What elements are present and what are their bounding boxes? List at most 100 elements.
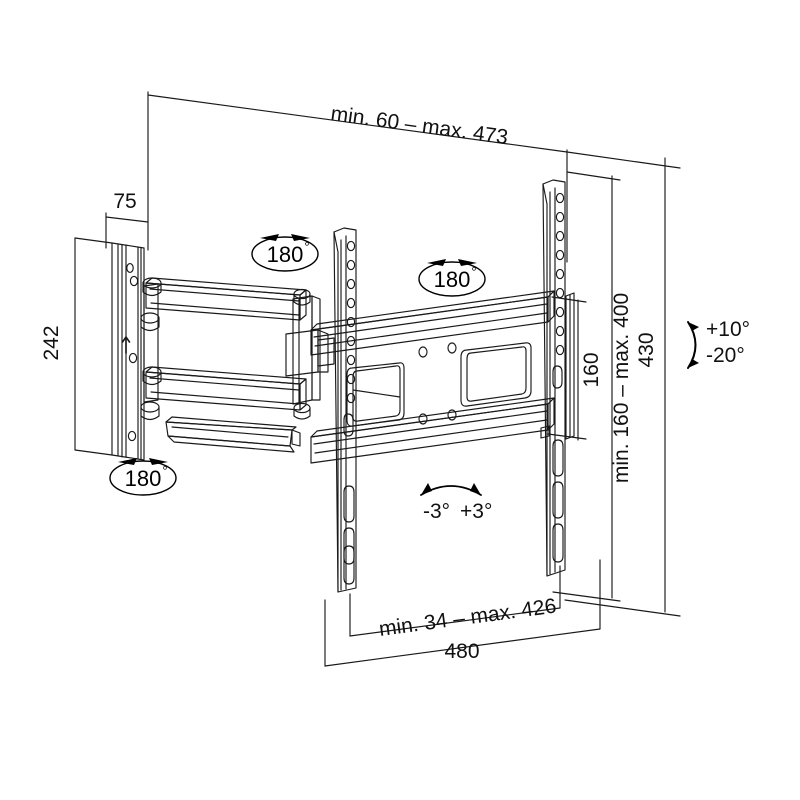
upper-crossbar-crease-1 <box>313 303 548 338</box>
badge-arrow-left-icon <box>118 458 137 465</box>
label-overall-width: 480 <box>444 640 479 663</box>
wall-plate-up-arrow-icon <box>121 336 131 354</box>
left-rail-slot-2 <box>343 527 355 565</box>
right-rail-slot-2 <box>552 481 564 519</box>
upper-crossbar-side <box>547 290 555 323</box>
right-rail-mid-slot <box>552 365 563 389</box>
arm-lower-bar-crease-1 <box>149 377 300 391</box>
right-rail-hole-9 <box>555 344 565 356</box>
tilt-annotation: +10° -20° <box>687 318 750 369</box>
screen-bracket-assembly <box>310 179 575 593</box>
left-rail-slot-3 <box>343 545 355 585</box>
label-top-extension: min. 60 – max. 473 <box>329 102 509 149</box>
bolt-lower-outer-body <box>293 407 311 420</box>
wall-plate-face <box>111 242 145 461</box>
wall-plate-assembly <box>111 242 145 461</box>
level-plus-value: +3° <box>460 500 492 523</box>
label-depth: 75 <box>113 190 136 213</box>
arm-lower-bar-side <box>299 378 307 411</box>
ext-line-vesa-fixed-bottom <box>547 433 587 440</box>
stabilizer-tray-crease <box>171 426 289 438</box>
badge-arrow-right-icon <box>149 458 168 465</box>
ext-line-vesa-range-bottom <box>552 591 621 602</box>
ext-line-vesa-fixed-top <box>551 296 587 303</box>
dim-line-overall-width <box>324 628 601 667</box>
left-rail-hole-4 <box>346 297 356 309</box>
right-rail-adjuster-strip <box>565 292 575 440</box>
plate-cutout-right <box>460 342 532 407</box>
right-rail-hole-5 <box>555 268 565 280</box>
right-vertical-rail <box>542 179 575 577</box>
arm-upper-bar-top <box>145 277 307 296</box>
right-rail-slot-1 <box>552 439 564 477</box>
bolt-lower-inner-body <box>142 371 162 386</box>
plate-cutout-right-inner <box>466 346 527 402</box>
stabilizer-tray-bottom-lip <box>167 435 295 453</box>
wall-plate-hole-4 <box>127 430 137 442</box>
badge-value: 180 <box>267 242 304 267</box>
swivel-badge-screen-joint: 180 ° <box>418 259 486 297</box>
upper-crossbar <box>310 290 555 356</box>
ext-line-height-bottom <box>564 599 681 617</box>
badge-arrow-right-icon <box>458 259 477 266</box>
hinge-bolts <box>140 277 311 421</box>
left-rail-hole-1 <box>346 240 356 252</box>
level-arrow-left-icon <box>421 483 432 495</box>
arm-upper-bar-side <box>299 289 307 321</box>
bolt-upper-outer-body <box>293 293 311 306</box>
lower-crossbar-crease-2 <box>314 419 548 454</box>
plate-hole-bottom-right <box>447 409 457 421</box>
right-rail-hole-1 <box>555 192 565 204</box>
bolt-mid-inner-body <box>140 317 160 332</box>
lower-crossbar <box>310 397 555 464</box>
label-vesa-h-range: min. 34 – max. 426 <box>378 595 558 641</box>
left-rail-slot-1 <box>343 485 355 523</box>
left-rail-hole-3 <box>346 278 356 290</box>
tilt-arrow-up-icon <box>688 322 699 331</box>
wall-plate-hole-2 <box>129 275 139 287</box>
left-vertical-rail <box>333 227 357 593</box>
label-vesa-fixed: 160 <box>580 352 603 387</box>
right-rail-hole-2 <box>555 211 565 223</box>
left-rail-hole-2 <box>346 259 356 271</box>
badge-degree-symbol: ° <box>304 239 309 254</box>
dimension-lines <box>74 91 681 667</box>
badge-ellipse <box>109 460 177 496</box>
level-adjust-annotation: -3° +3° <box>420 483 492 523</box>
arm-outer-joint-block-side <box>311 295 321 401</box>
left-rail-hole-5 <box>346 316 356 328</box>
ext-line-wallplate-bottom <box>74 449 113 456</box>
right-rail-slot-3 <box>552 523 564 563</box>
center-back-plate <box>346 342 532 427</box>
level-minus-value: -3° <box>423 500 450 523</box>
ext-line-height-top <box>566 151 681 169</box>
dim-line-top-extension <box>147 94 568 153</box>
right-rail-hole-7 <box>555 306 565 318</box>
plate-cutout-left-inner <box>352 365 401 422</box>
left-rail-body <box>333 227 357 593</box>
label-wallplate-height: 242 <box>40 325 63 360</box>
arm-lower-bar-top <box>145 366 307 385</box>
lower-rail-catch <box>540 425 550 439</box>
right-rail-hole-3 <box>555 230 565 242</box>
right-rail-hole-4 <box>555 249 565 261</box>
right-rail-hole-8 <box>555 325 565 337</box>
swivel-badge-mid-joint: 180 ° <box>251 234 319 272</box>
level-arrow-right-icon <box>470 483 481 495</box>
badge-arrow-left-icon <box>427 259 446 266</box>
tilt-down-value: -20° <box>706 344 745 367</box>
plate-hole-top-right <box>447 342 457 354</box>
ext-line-wallplate-top <box>74 237 113 244</box>
plate-cutout-left <box>346 362 405 427</box>
arm-inner-joint-block <box>143 283 159 403</box>
arm-upper-bar-crease-1 <box>149 288 300 302</box>
swivel-badge-wall-joint: 180 ° <box>109 458 177 496</box>
ext-line-vesa-range-top <box>566 171 621 181</box>
label-overall-height: 430 <box>635 332 658 367</box>
arm-lower-bar-crease-2 <box>150 391 300 405</box>
badge-value: 180 <box>125 466 162 491</box>
lower-crossbar-side <box>547 397 555 431</box>
plate-hole-top-left <box>418 346 428 358</box>
